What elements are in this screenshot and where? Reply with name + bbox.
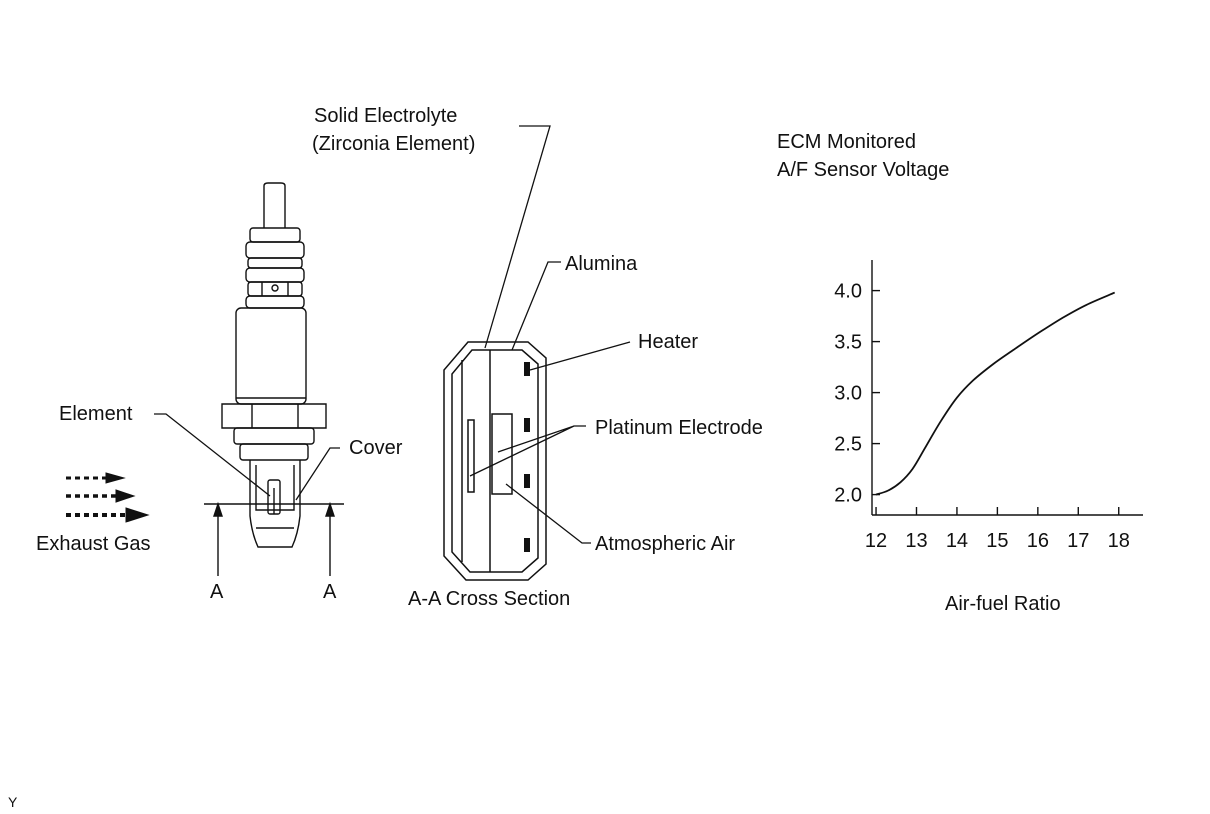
alumina-leader	[511, 261, 561, 351]
exhaust-gas-label: Exhaust Gas	[36, 533, 151, 555]
section-line-a-a	[204, 501, 344, 576]
platinum-leader	[469, 425, 586, 477]
cover-leader	[295, 447, 340, 501]
electrolyte-wall	[451, 349, 539, 573]
atmospheric-air-label: Atmospheric Air	[595, 533, 735, 555]
outer-electrode	[467, 419, 475, 493]
x-tick-label: 17	[1067, 530, 1089, 552]
heater-bar-4	[524, 538, 530, 552]
section-mark-left: A	[210, 581, 224, 603]
heater-bar-2	[524, 418, 530, 432]
electrolyte-leader	[484, 125, 551, 349]
solid-electrolyte-label: Solid Electrolyte	[314, 105, 457, 127]
x-tick-label: 14	[946, 530, 968, 552]
hex-nut	[221, 403, 327, 429]
y-tick-label: 4.0	[834, 281, 862, 303]
heater-elements	[524, 362, 530, 552]
threaded-neck	[233, 427, 315, 445]
section-arrow-left	[213, 501, 223, 517]
sensor-cable	[263, 182, 286, 228]
element-label: Element	[59, 403, 133, 425]
chart-title-line1: ECM Monitored	[777, 131, 916, 153]
y-tick-label: 2.5	[834, 434, 862, 456]
zirconia-element-label: (Zirconia Element)	[312, 133, 475, 155]
sensor-leaders	[154, 413, 340, 501]
y-tick-label: 2.0	[834, 485, 862, 507]
af-sensor-body	[221, 182, 327, 548]
voltage-chart: ECM Monitored A/F Sensor Voltage 2.0 2.5 3…	[777, 131, 1143, 615]
af-voltage-curve	[875, 291, 1116, 496]
footer-code: Y	[8, 794, 18, 810]
x-tick-label: 18	[1108, 530, 1130, 552]
heater-bar-1	[524, 362, 530, 376]
cross-section-drawing	[443, 341, 547, 581]
alumina-outer	[443, 341, 547, 581]
chart-title-line2: A/F Sensor Voltage	[777, 159, 949, 181]
x-tick-label: 12	[865, 530, 887, 552]
cross-section-leaders	[469, 125, 631, 544]
x-tick-label: 13	[905, 530, 927, 552]
atmosphere-chamber	[491, 413, 513, 495]
element-leader	[154, 413, 271, 497]
x-axis-label: Air-fuel Ratio	[945, 593, 1061, 615]
heater-bar-3	[524, 474, 530, 488]
section-mark-right: A	[323, 581, 337, 603]
sensor-cover	[249, 460, 301, 548]
y-tick-label: 3.0	[834, 383, 862, 405]
x-ticks: 12 13 14 15 16 17 18	[865, 507, 1130, 552]
y-ticks: 2.0 2.5 3.0 3.5 4.0	[834, 281, 880, 507]
x-tick-label: 16	[1027, 530, 1049, 552]
y-tick-label: 3.5	[834, 332, 862, 354]
cover-label: Cover	[349, 437, 403, 459]
sensor-main-body	[235, 307, 307, 405]
heater-leader	[529, 341, 631, 371]
atmospheric-leader	[505, 483, 591, 544]
heater-label: Heater	[638, 331, 698, 353]
section-arrow-right	[325, 501, 335, 517]
vent-hole	[271, 284, 279, 292]
x-tick-label: 15	[986, 530, 1008, 552]
sensor-upper-cap	[249, 227, 301, 243]
platinum-electrode-label: Platinum Electrode	[595, 417, 763, 439]
cross-section-caption: A-A Cross Section	[408, 588, 570, 610]
exhaust-gas-arrows	[66, 472, 150, 523]
alumina-label: Alumina	[565, 253, 638, 275]
